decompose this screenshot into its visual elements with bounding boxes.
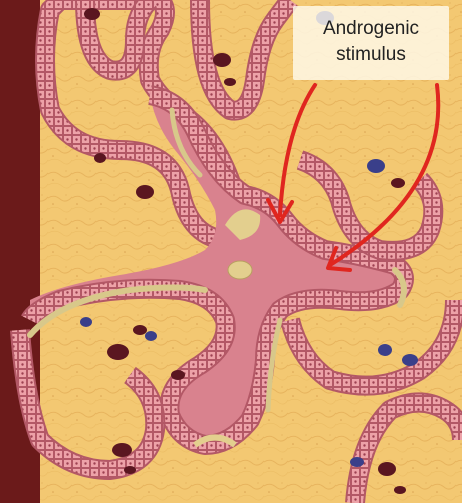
stimulus-label-line-2: stimulus (336, 44, 406, 65)
secretion-strand-1 (27, 284, 208, 338)
central-lumen (30, 95, 404, 445)
stromal-nuclei (84, 8, 406, 494)
secretion-blob-1 (225, 209, 261, 240)
stimulus-arrow-1-head (266, 198, 294, 224)
stimulus-label-line-1: Androgenic (322, 18, 420, 39)
stimulus-arrow-2-head (326, 246, 352, 272)
secretion-strand-3 (265, 317, 283, 413)
secretion-droplet (227, 260, 253, 280)
secretion-strand-4 (392, 267, 407, 308)
secretion-blob-2 (193, 434, 237, 448)
stimulus-label-box (293, 6, 449, 80)
stimulus-arrow-2 (328, 83, 441, 267)
stimulus-arrow-1 (278, 83, 317, 217)
secretion-strand-2 (169, 107, 203, 178)
